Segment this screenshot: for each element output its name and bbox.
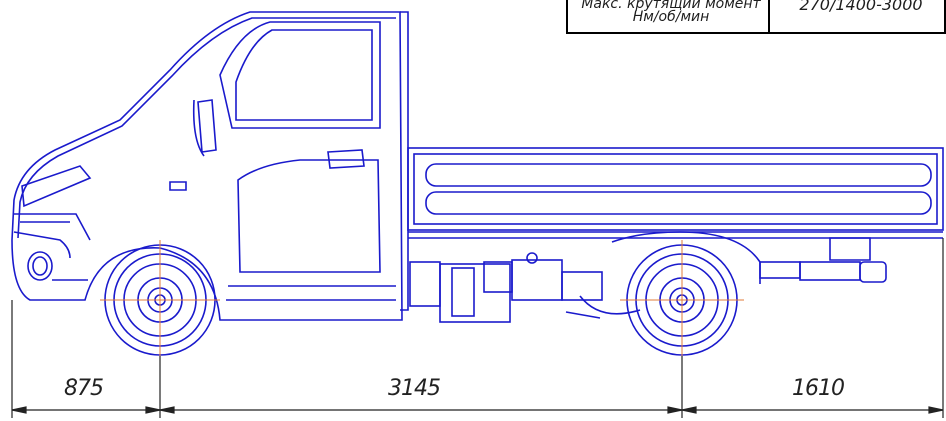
spec-table: Макс. крутящий момент Нм/об/мин 270/1400… [566, 0, 946, 34]
cargo-bed [407, 147, 944, 284]
spec-value: 270/1400-3000 [799, 0, 923, 14]
dimension-lines [11, 238, 944, 418]
spec-label-line2: Нм/об/мин [632, 9, 710, 25]
dimension-front-overhang: 875 [64, 376, 104, 401]
cab [11, 11, 409, 321]
centerlines [100, 240, 744, 360]
spec-divider [768, 0, 770, 32]
dimension-rear-overhang: 1610 [792, 376, 845, 401]
spec-label-line1: Макс. крутящий момент [581, 0, 761, 12]
dimension-wheelbase: 3145 [388, 376, 441, 401]
chassis-equipment [409, 252, 887, 323]
